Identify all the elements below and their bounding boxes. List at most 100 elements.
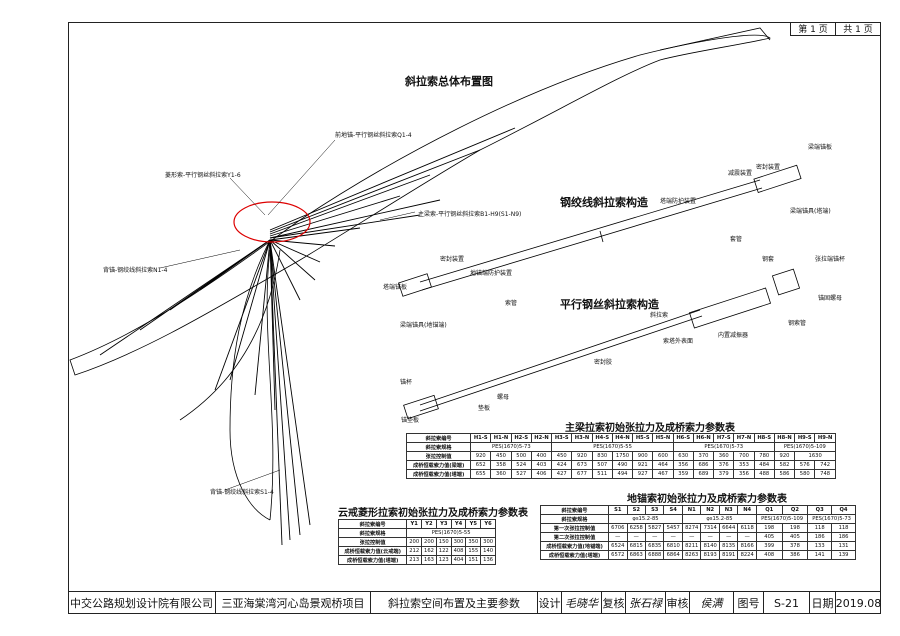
- table-cell: 920: [773, 451, 796, 461]
- table-cell: 921: [632, 460, 654, 470]
- table-cell: H8-S: [753, 433, 775, 443]
- table-cell: 370: [692, 451, 715, 461]
- title-block: 中交公路规划设计院有限公司 三亚海棠湾河心岛景观桥项目 斜拉索空间布置及主要参数…: [68, 591, 881, 614]
- table-cell: —: [644, 532, 665, 542]
- table-cell: 6815: [626, 541, 647, 551]
- table-cell: Y3: [435, 519, 452, 529]
- table-cell: H9-S: [794, 433, 816, 443]
- table-cell: 8135: [718, 541, 739, 551]
- table-cell: H6-S: [672, 433, 694, 443]
- table-cell: 353: [733, 460, 755, 470]
- table-cell: 780: [753, 451, 775, 461]
- table-cell: 652: [470, 460, 492, 470]
- label-s: 背锚-钢绞线斜拉索S1-4: [210, 489, 274, 496]
- table-cell: 141: [807, 550, 833, 560]
- strand-label: 密封装置: [440, 256, 465, 263]
- table-cell: 408: [755, 550, 783, 560]
- table-cell: 655: [470, 469, 492, 479]
- table-cell: N2: [700, 505, 720, 515]
- table-cell: Q4: [831, 505, 856, 515]
- design-signature: 毛晓华: [562, 592, 602, 614]
- yun-table-title: 云戒菱形拉索初始张拉力及成桥索力参数表: [338, 508, 528, 519]
- company-name: 中交公路规划设计院有限公司: [68, 592, 216, 614]
- table-cell: 900: [632, 451, 654, 461]
- table-cell: 379: [713, 469, 735, 479]
- table-cell: 920: [571, 451, 593, 461]
- wire-label: 斜拉索: [650, 312, 669, 319]
- table-cell: S2: [626, 505, 647, 515]
- table-cell: 386: [781, 550, 809, 560]
- table-cell: 494: [611, 469, 634, 479]
- table-cell: Y4: [450, 519, 467, 529]
- table-cell: PES(1670)5-109: [755, 514, 809, 524]
- table-cell: 511: [591, 469, 613, 479]
- page-total: 共 1 页: [835, 22, 881, 36]
- table-cell: 198: [781, 523, 809, 533]
- table-cell: 400: [530, 451, 553, 461]
- table-cell: 300: [450, 537, 467, 547]
- layout-title: 斜拉索总体布置图: [405, 75, 493, 88]
- table-cell: 467: [652, 469, 674, 479]
- table-cell: S1: [608, 505, 628, 515]
- check-signature: 张石禄: [626, 592, 666, 614]
- table-cell: 404: [450, 555, 467, 565]
- highlight-circle: [233, 201, 311, 243]
- table-cell: 586: [773, 469, 796, 479]
- table-cell: H1-N: [490, 433, 512, 443]
- table-cell: H2-N: [530, 433, 553, 443]
- table-cell: H6-N: [692, 433, 715, 443]
- table-cell: 484: [753, 460, 775, 470]
- table-cell: H4-S: [591, 433, 613, 443]
- table-cell: 成桥恒载索力值(云戒端): [337, 546, 408, 556]
- table-cell: —: [737, 532, 757, 542]
- table-cell: Y2: [421, 519, 437, 529]
- table-cell: 350: [465, 537, 482, 547]
- table-cell: 405: [781, 532, 809, 542]
- table-cell: 8263: [681, 550, 702, 560]
- wire-label: 锚杯: [400, 379, 413, 386]
- table-cell: 成桥恒载索力值(塔端): [539, 550, 610, 560]
- table-cell: 6572: [608, 550, 628, 560]
- table-cell: 6644: [718, 523, 739, 533]
- table-cell: PES(1670)5-109: [773, 442, 837, 452]
- label-y: 菱形索-平行钢丝斜拉索Y1-6: [165, 172, 241, 179]
- table-cell: 424: [551, 460, 573, 470]
- table-cell: 700: [733, 451, 755, 461]
- table-cell: 1750: [611, 451, 634, 461]
- table-cell: 198: [755, 523, 783, 533]
- table-cell: 927: [632, 469, 654, 479]
- table-cell: 582: [773, 460, 796, 470]
- table-cell: 7314: [700, 523, 720, 533]
- wire-label: 内置减振器: [718, 332, 749, 339]
- table-cell: H7-S: [713, 433, 735, 443]
- drawing-no-label: 图号: [734, 592, 764, 614]
- table-cell: Q1: [755, 505, 783, 515]
- table-cell: Y1: [406, 519, 423, 529]
- tower-curve: [229, 239, 271, 521]
- table-cell: 524: [510, 460, 532, 470]
- table-cell: H3-S: [551, 433, 573, 443]
- wire-label: 螺母: [497, 394, 510, 401]
- table-cell: 斜拉索规格: [405, 442, 472, 452]
- strand-label: 索管: [505, 300, 518, 307]
- strand-label: 密封装置: [756, 164, 781, 171]
- table-cell: 360: [713, 451, 735, 461]
- wire-label: 锚固螺母: [818, 295, 843, 302]
- table-cell: 186: [831, 532, 856, 542]
- strand-label: 梁端锚板: [808, 144, 833, 151]
- table-cell: H5-S: [632, 433, 654, 443]
- table-cell: 6258: [626, 523, 647, 533]
- wire-label: 钢索管: [788, 320, 807, 327]
- strand-label: 地锚端防护装置: [470, 270, 513, 277]
- table-cell: 8191: [718, 550, 739, 560]
- table-cell: 427: [551, 469, 573, 479]
- table-cell: —: [718, 532, 739, 542]
